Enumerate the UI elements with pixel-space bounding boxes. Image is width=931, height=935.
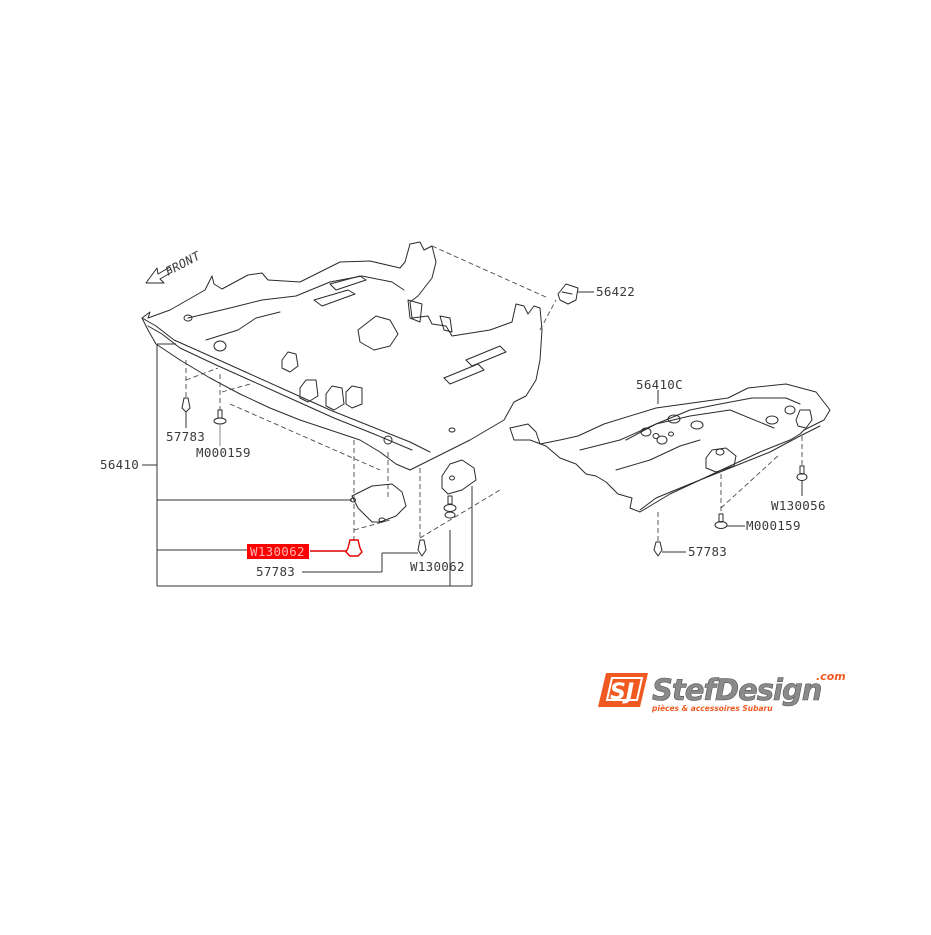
bolt-m000159-fastener-icon (213, 409, 227, 446)
callout-56410c: 56410C (636, 377, 683, 392)
bolt-w130062-rear-fastener-icon (443, 495, 457, 519)
callout-57783-lower: 57783 (256, 564, 295, 579)
callout-m000159-right: M000159 (746, 518, 801, 533)
highlighted-fastener-w130062-icon[interactable] (310, 539, 363, 557)
highlight-box (247, 544, 309, 559)
logo-tld: .com (816, 670, 846, 683)
callout-56410: 56410 (100, 457, 139, 472)
clip-57783-right-fastener-icon (653, 541, 686, 557)
rear-under-cover-part (509, 383, 831, 513)
front-label: FRONT (163, 248, 203, 278)
logo-tagline: pièces & accessoires Subaru (651, 704, 773, 713)
clip-57783-lower-fastener-icon (302, 539, 427, 573)
callout-w130062: W130062 (410, 559, 465, 574)
callout-57783-right: 57783 (688, 544, 727, 559)
clip-57783-fastener-icon (181, 397, 191, 428)
front-arrow-icon: FRONT (145, 248, 203, 284)
sj-logo-mark-icon: SJ (598, 673, 648, 707)
svg-text:SJ: SJ (610, 680, 634, 705)
callout-57783-left: 57783 (166, 429, 205, 444)
main-under-cover-part (141, 241, 543, 471)
bolt-w130056-fastener-icon (796, 465, 808, 496)
bolt-m000159-right-fastener-icon (714, 513, 745, 529)
callout-bracket-56410 (142, 343, 473, 587)
callout-w130062-highlighted[interactable]: W130062 (250, 544, 305, 559)
clip-56422-part (557, 283, 594, 305)
callout-56422: 56422 (596, 284, 635, 299)
rear-small-cover-part (441, 459, 477, 495)
callout-m000159-left: M000159 (196, 445, 251, 460)
callout-w130056: W130056 (771, 498, 826, 513)
logo-name: StefDesign (652, 673, 821, 707)
front-small-cover-part (350, 483, 407, 523)
stefdesign-logo[interactable]: SJ StefDesign .com pièces & accessoires … (598, 670, 846, 713)
